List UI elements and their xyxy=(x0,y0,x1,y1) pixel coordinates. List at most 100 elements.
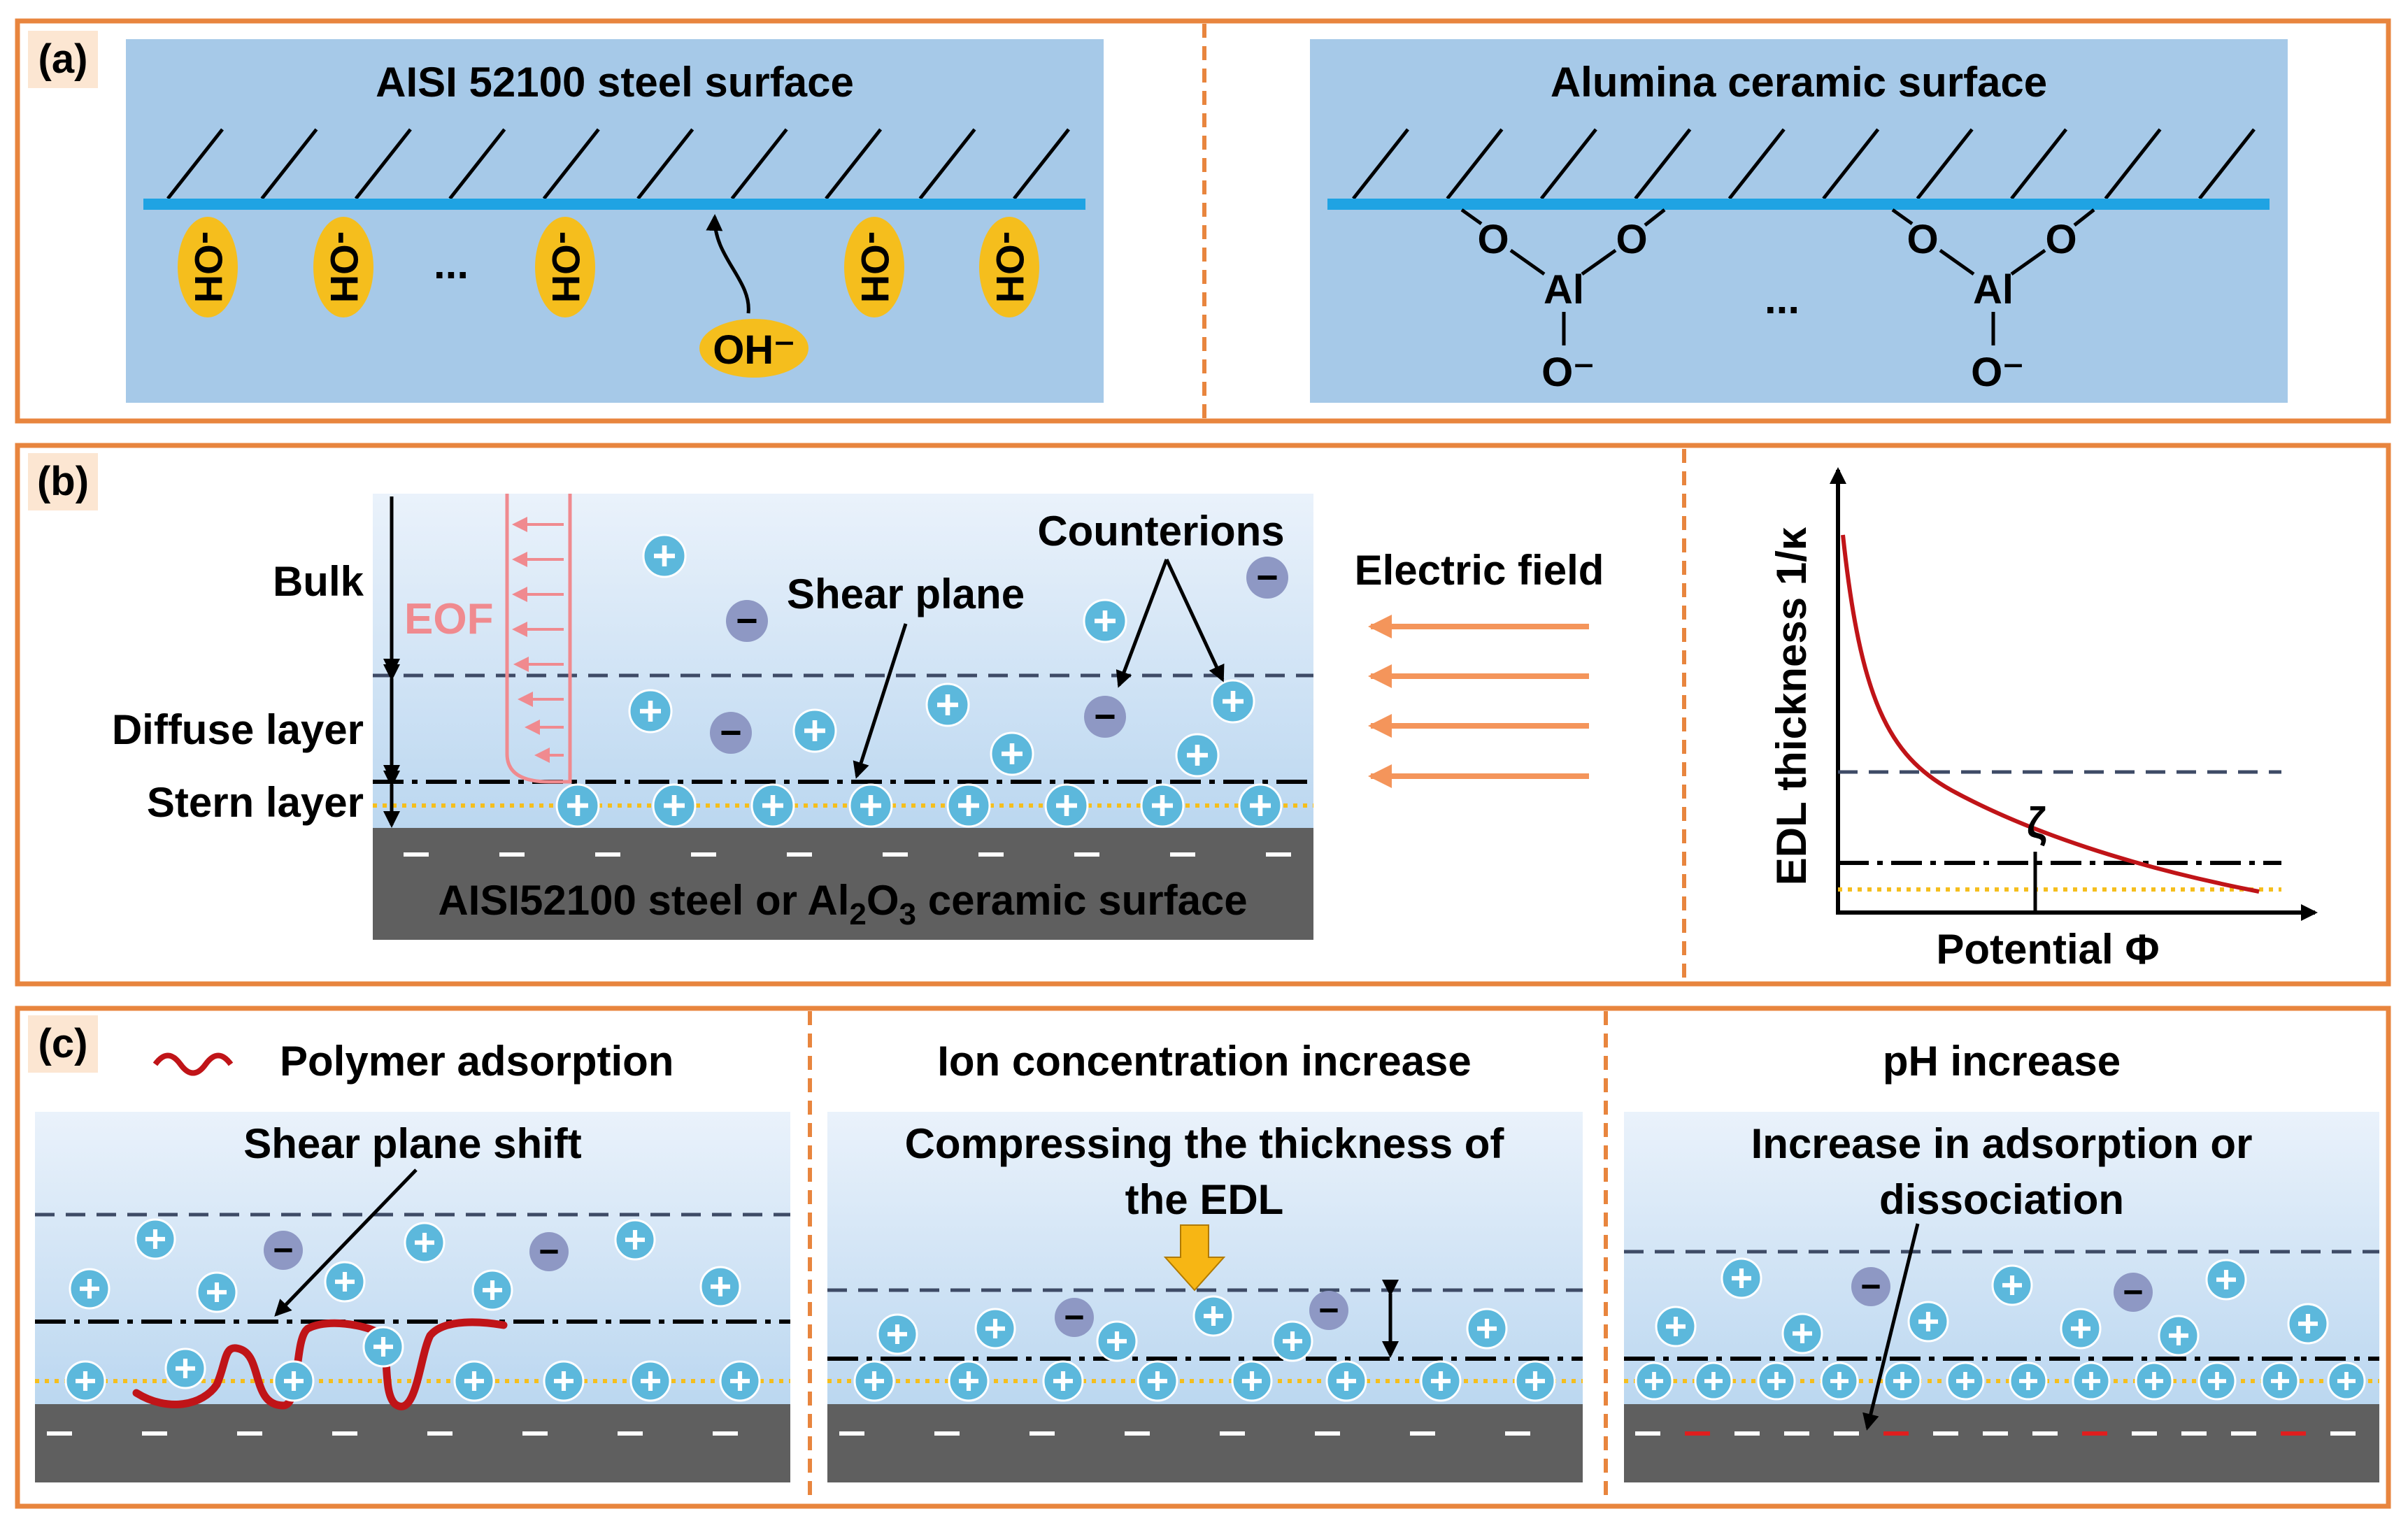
al1-oxide-ion: O⁻ xyxy=(1541,350,1595,395)
cation-icon xyxy=(1420,1360,1462,1402)
cation-icon xyxy=(1946,1361,1985,1401)
hatch-line xyxy=(354,128,412,200)
cation-icon xyxy=(1096,1320,1138,1362)
alumina-ellipsis: ... xyxy=(1765,276,1800,322)
cation-icon xyxy=(990,731,1034,776)
graph-y-label: EDL thickness 1/κ xyxy=(1768,527,1815,885)
anion-icon xyxy=(529,1232,569,1271)
oh-bubble xyxy=(844,217,904,317)
hatch-line xyxy=(825,128,883,200)
cation-icon xyxy=(1192,1295,1234,1337)
cation-icon xyxy=(1781,1313,1823,1354)
panel-b-label-bg xyxy=(28,453,98,510)
oh-bubble xyxy=(979,217,1039,317)
cation-icon xyxy=(719,1360,761,1402)
cation-icon xyxy=(1991,1264,2033,1306)
cation-icon xyxy=(1907,1301,1949,1343)
col2-caption-line1: Compressing the thickness of xyxy=(905,1120,1505,1167)
cation-icon xyxy=(1140,783,1185,828)
col1-title: Polymer adsorption xyxy=(280,1038,674,1085)
steel-hatch xyxy=(166,128,1070,200)
cation-icon xyxy=(1175,733,1220,778)
cation-icon xyxy=(2287,1303,2329,1345)
polymer-legend-icon xyxy=(152,1052,234,1076)
cation-icon xyxy=(471,1269,513,1311)
oh-groups: -OH-OH-OH-OH-OH xyxy=(178,217,1039,317)
cation-icon xyxy=(629,1360,671,1402)
cation-icon xyxy=(555,783,600,828)
cation-icon xyxy=(948,1360,990,1402)
cation-icon xyxy=(1137,1360,1178,1402)
shear-plane-label: Shear plane xyxy=(787,571,1025,617)
cation-icon xyxy=(652,783,697,828)
oh-group: -OH xyxy=(844,217,904,317)
oh-bubble xyxy=(313,217,373,317)
stern-layer-label: Stern layer xyxy=(147,779,364,826)
oh-group-label: -OH xyxy=(544,231,588,303)
polymer-chain xyxy=(132,1318,508,1410)
al2-aluminum: Al xyxy=(1973,267,2014,313)
anion-icon xyxy=(1246,557,1288,599)
col1-box xyxy=(35,1112,790,1482)
hatch-line xyxy=(448,128,506,200)
cation-icon xyxy=(164,1347,206,1389)
anion-icon xyxy=(1309,1291,1348,1330)
hatch-line xyxy=(1013,128,1070,200)
cation-icon xyxy=(946,783,991,828)
anion-icon xyxy=(264,1231,303,1270)
anion-icon xyxy=(726,600,768,642)
panel-a-label: (a) xyxy=(38,36,88,82)
hatch-line xyxy=(2198,128,2256,200)
cation-icon xyxy=(614,1219,656,1261)
electric-field-label: Electric field xyxy=(1355,547,1604,594)
cation-icon xyxy=(324,1261,366,1303)
hatch-line xyxy=(1916,128,1974,200)
counterion-pointer-anion xyxy=(1116,559,1169,688)
al1-aluminum: Al xyxy=(1544,267,1584,313)
cation-icon xyxy=(974,1308,1016,1350)
anion-icon xyxy=(710,712,752,754)
panel-c-frame xyxy=(15,1006,2391,1509)
cation-icon xyxy=(1694,1361,1733,1401)
cation-icon xyxy=(2009,1361,2048,1401)
col1-caption: Shear plane shift xyxy=(243,1120,581,1167)
alumina-surface-box xyxy=(1310,39,2288,403)
col3-caption-line2: dissociation xyxy=(1879,1176,2124,1223)
panel-b-ions xyxy=(555,534,1288,828)
al-group-2: O O Al O⁻ xyxy=(1891,208,2095,395)
cation-icon xyxy=(64,1360,106,1402)
cation-icon xyxy=(750,783,795,828)
graph-x-label: Potential Φ xyxy=(1936,926,2159,973)
col2-title: Ion concentration increase xyxy=(937,1038,1472,1085)
hatch-line xyxy=(166,128,224,200)
cation-icon xyxy=(2327,1361,2366,1401)
al2-oxide-ion: O⁻ xyxy=(1971,350,2024,395)
cation-icon xyxy=(628,689,673,734)
col3-caption-line1: Increase in adsorption or xyxy=(1751,1120,2253,1167)
graph-zeta-label: ζ xyxy=(2027,799,2047,848)
cation-icon xyxy=(362,1326,404,1368)
oh-bubble xyxy=(535,217,595,317)
cation-icon xyxy=(1466,1308,1508,1350)
panel-a-label-bg xyxy=(28,31,98,88)
col3-title: pH increase xyxy=(1883,1038,2121,1085)
hatch-line xyxy=(1634,128,1692,200)
cation-icon xyxy=(1720,1257,1762,1299)
cation-icon xyxy=(1883,1361,1922,1401)
panel-b-surface-label: AISI52100 steel or Al2O3 ceramic surface xyxy=(438,877,1247,931)
alumina-hatch xyxy=(1352,128,2256,200)
hatch-line xyxy=(1727,128,1786,200)
panel-c-label: (c) xyxy=(38,1021,88,1066)
cation-icon xyxy=(925,682,970,727)
cation-icon xyxy=(2158,1315,2200,1357)
col3-dissociation-pointer xyxy=(1862,1223,1920,1431)
steel-surface-box xyxy=(126,39,1104,403)
electric-field-arrows xyxy=(1368,615,1589,788)
hatch-line xyxy=(260,128,318,200)
oh-adsorption-arrow xyxy=(706,214,750,314)
cation-icon xyxy=(1634,1361,1674,1401)
panel-b-label: (b) xyxy=(37,459,89,504)
oh-group-label: -OH xyxy=(853,231,897,303)
cation-icon xyxy=(1238,783,1283,828)
